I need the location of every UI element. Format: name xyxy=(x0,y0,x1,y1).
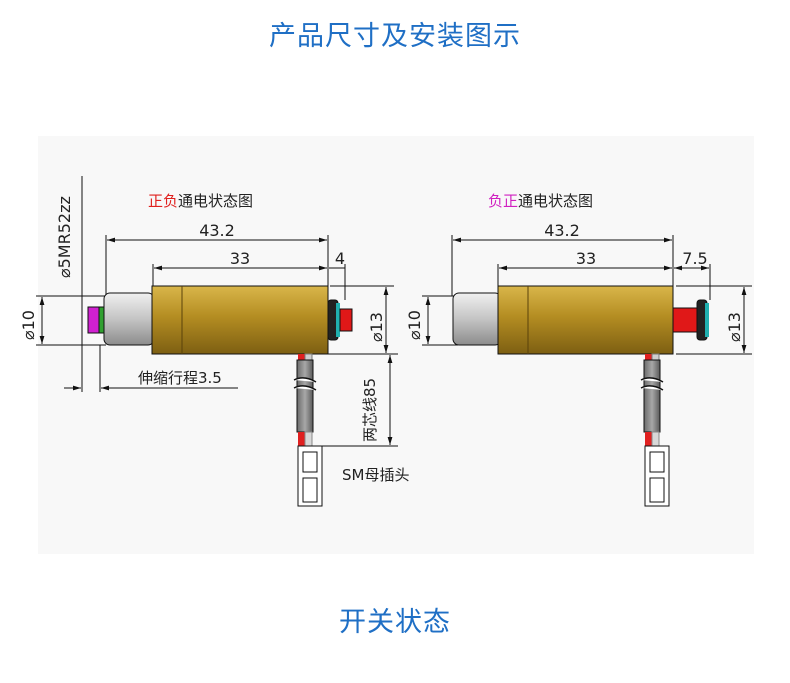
left-assembly: 正负通电状态图 ⌀5MR52zz 43.2 33 4 ⌀10 ⌀13 xyxy=(19,176,409,507)
svg-text:负正通电状态图: 负正通电状态图 xyxy=(488,192,593,210)
left-dim-body: 33 xyxy=(230,249,250,268)
left-red-cap xyxy=(339,308,353,332)
left-state-suffix: 通电状态图 xyxy=(178,192,253,210)
right-body xyxy=(497,285,674,355)
left-thread-dim: ⌀5MR52zz xyxy=(55,196,74,278)
left-teal-washer xyxy=(336,303,340,337)
right-dim-total: 43.2 xyxy=(544,221,580,240)
right-dim-d13: ⌀13 xyxy=(725,312,744,342)
left-dim-tip: 4 xyxy=(335,249,345,268)
left-plug-label: SM母插头 xyxy=(342,466,409,484)
svg-text:正负通电状态图: 正负通电状态图 xyxy=(148,192,253,210)
right-dim-tip: 7.5 xyxy=(682,249,707,268)
right-state-suffix: 通电状态图 xyxy=(518,192,593,210)
left-dim-d10: ⌀10 xyxy=(19,310,38,340)
footer-title: 开关状态 xyxy=(339,607,451,637)
left-body xyxy=(151,285,329,355)
right-dim-body: 33 xyxy=(576,249,596,268)
right-teal-washer xyxy=(705,303,709,337)
left-stroke-label: 伸缩行程3.5 xyxy=(138,369,222,387)
right-red-shaft xyxy=(672,307,700,333)
left-dim-d13: ⌀13 xyxy=(367,312,386,342)
right-state-prefix: 负正 xyxy=(488,192,518,210)
left-wire-label: 两芯线85 xyxy=(361,378,379,442)
left-wire-sleeve xyxy=(296,359,314,433)
left-plunger xyxy=(103,292,155,346)
left-dim-total: 43.2 xyxy=(199,221,235,240)
right-assembly: 负正通电状态图 43.2 33 7.5 ⌀10 ⌀13 xyxy=(405,192,752,507)
page-title: 产品尺寸及安装图示 xyxy=(269,21,521,51)
right-plunger xyxy=(452,292,502,346)
left-state-prefix: 正负 xyxy=(148,192,178,210)
right-dim-d10: ⌀10 xyxy=(405,310,424,340)
right-wire-sleeve xyxy=(643,359,661,433)
